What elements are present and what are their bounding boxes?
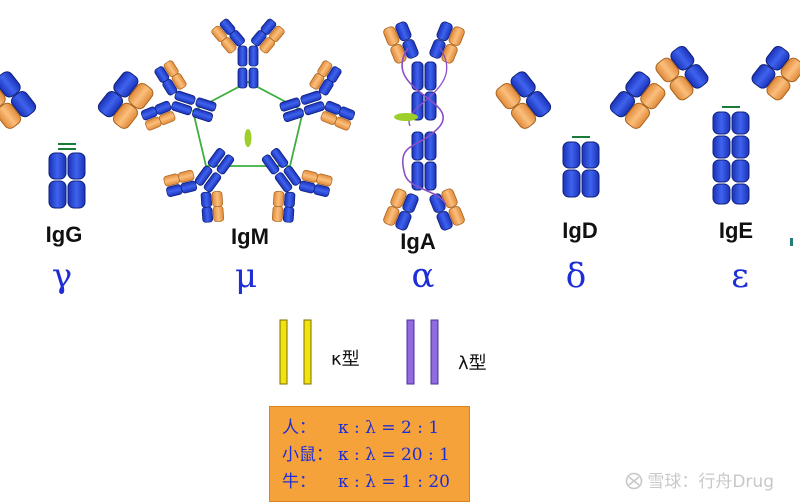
ratio-row-human: 人： κ : λ = 2 : 1 bbox=[282, 415, 469, 442]
lambda-bar-2 bbox=[430, 319, 439, 385]
ratio-row-mouse: 小鼠：κ : λ = 20 : 1 bbox=[282, 442, 469, 469]
ige-structure bbox=[655, 45, 800, 205]
species-label: 人： bbox=[282, 418, 316, 438]
igg-label: IgG bbox=[45, 222, 83, 247]
ratio-value: κ : λ = 20 : 1 bbox=[338, 445, 450, 465]
iga-label: IgA bbox=[400, 229, 436, 254]
lambda-bar-1 bbox=[406, 319, 415, 385]
species-label: 牛： bbox=[282, 472, 316, 492]
watermark: 雪球：行舟Drug bbox=[624, 467, 774, 492]
igd-structure bbox=[495, 71, 666, 198]
species-label: 小鼠： bbox=[282, 445, 333, 465]
ige-label: IgE bbox=[718, 218, 754, 243]
ratio-row-cattle: 牛： κ : λ = 1 : 20 bbox=[282, 469, 469, 496]
igg-structure bbox=[0, 71, 154, 209]
lambda-type-label: λ型 bbox=[458, 353, 487, 374]
delta-chain-label: δ bbox=[565, 256, 587, 296]
kappa-type-label: κ型 bbox=[331, 349, 360, 370]
igd-label: IgD bbox=[562, 218, 598, 243]
snowball-logo-icon bbox=[626, 472, 643, 490]
ratio-value: κ : λ = 2 : 1 bbox=[338, 418, 440, 438]
igm-label: IgM bbox=[231, 224, 269, 249]
mu-chain-label: μ bbox=[234, 256, 258, 296]
ratio-value: κ : λ = 1 : 20 bbox=[338, 472, 450, 492]
light-chain-ratio-box: 人： κ : λ = 2 : 1 小鼠：κ : λ = 20 : 1 牛： κ : … bbox=[269, 406, 470, 502]
edge-tick-mark bbox=[790, 238, 793, 246]
watermark-text: 雪球：行舟Drug bbox=[647, 472, 774, 492]
igm-structure bbox=[140, 18, 356, 223]
iga-structure bbox=[383, 21, 465, 231]
gamma-chain-label: γ bbox=[51, 256, 73, 296]
kappa-bar-1 bbox=[279, 319, 288, 385]
alpha-chain-label: α bbox=[411, 256, 435, 296]
kappa-bar-2 bbox=[303, 319, 312, 385]
epsilon-chain-label: ε bbox=[731, 256, 749, 296]
